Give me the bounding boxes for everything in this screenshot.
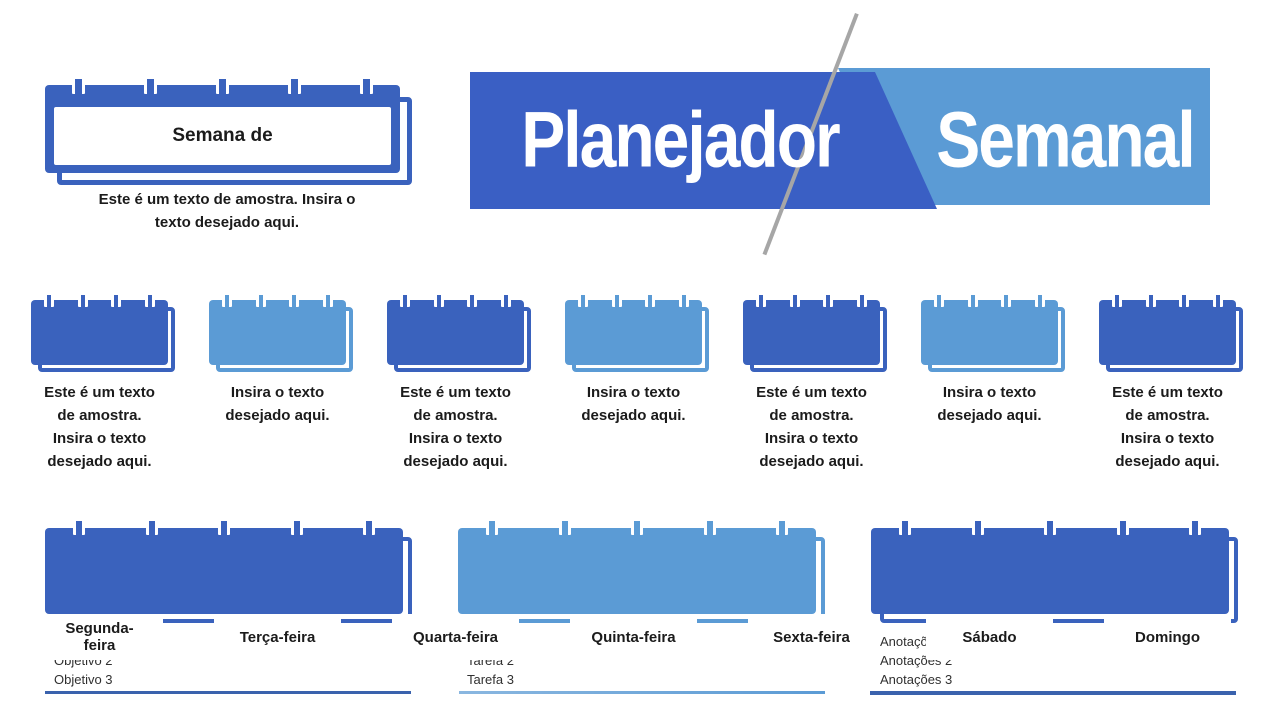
week-card-caption: Este é um texto de amostra. Insira o tex… [98,191,356,231]
calendar-rings [871,518,1229,535]
calendar-rings [31,292,168,307]
day-card-body: Quarta-feira [387,300,524,660]
calendar-rings [743,292,880,307]
calendar-ring-icon [1034,292,1045,307]
calendar-ring-icon [77,292,88,307]
calendar-ring-icon [678,292,689,307]
day-card-title: Quinta-feira [570,614,697,660]
calendar-ring-icon [558,518,571,535]
day-card-body: Sábado [921,300,1058,660]
calendar-ring-icon [433,292,444,307]
calendar-rings [45,518,403,535]
calendar-ring-icon [322,292,333,307]
calendar-rings [45,76,400,94]
calendar-ring-icon [1189,518,1201,535]
calendar-ring-icon [467,292,478,307]
calendar-ring-icon [72,76,85,94]
banner-word-right: Semanal [936,94,1195,184]
calendar-ring-icon [144,292,155,307]
calendar-rings [458,518,816,535]
day-card-title: Segunda-feira [36,614,163,660]
calendar-ring-icon [216,76,229,94]
day-card-title: Quarta-feira [392,614,519,660]
calendar-ring-icon [856,292,867,307]
calendar-ring-icon [1212,292,1223,307]
calendar-ring-icon [360,76,373,94]
list-item: Tarefa 3 [467,672,514,687]
day-card-body: Domingo [1099,300,1236,660]
calendar-ring-icon [756,292,766,307]
calendar-rings [565,292,702,307]
day-caption: Este é um texto de amostra. Insira o tex… [756,384,867,470]
day-card-title: Sábado [926,614,1053,660]
calendar-ring-icon [222,292,232,307]
day-card-title: Terça-feira [214,614,341,660]
calendar-ring-icon [1116,518,1129,535]
calendar-ring-icon [218,518,230,535]
calendar-ring-icon [899,518,911,535]
day-caption: Este é um texto de amostra. Insira o tex… [44,384,155,470]
day-caption: Insira o texto desejado aqui. [225,384,330,424]
calendar-ring-icon [1001,292,1012,307]
calendar-ring-icon [631,518,643,535]
week-card-body: Semana de [45,85,400,173]
list-item: Anotações 3 [880,672,953,687]
calendar-ring-icon [145,518,158,535]
section-underline [870,691,1236,695]
calendar-ring-icon [289,292,300,307]
calendar-ring-icon [73,518,85,535]
calendar-ring-icon [400,292,410,307]
calendar-ring-icon [255,292,266,307]
calendar-ring-icon [611,292,622,307]
day-card-body: Quinta-feira [565,300,702,660]
calendar-ring-icon [1044,518,1056,535]
day-caption: Insira o texto desejado aqui. [937,384,1042,424]
day-caption: Insira o texto desejado aqui. [581,384,686,424]
section-card-body: Tarefas a Fazer [458,528,816,614]
calendar-ring-icon [1179,292,1190,307]
calendar-ring-icon [144,76,157,94]
calendar-ring-icon [789,292,800,307]
day-card-body: Segunda-feira [31,300,168,660]
calendar-ring-icon [363,518,375,535]
day-card-body: Sexta-feira [743,300,880,660]
week-card-title: Semana de [54,107,391,165]
calendar-ring-icon [1112,292,1122,307]
calendar-rings [1099,292,1236,307]
banner-word-left: Planejador [521,94,840,184]
calendar-ring-icon [44,292,54,307]
day-caption: Este é um texto de amostra. Insira o tex… [400,384,511,470]
day-card-title: Sexta-feira [748,614,875,660]
section-underline [45,691,411,694]
day-card-title: Domingo [1104,614,1231,660]
calendar-ring-icon [1145,292,1156,307]
section-card-body: Principais Objetivos [45,528,403,614]
calendar-ring-icon [578,292,588,307]
section-underline [459,691,825,694]
calendar-rings [209,292,346,307]
list-item: Objetivo 3 [54,672,113,687]
day-card-body: Terça-feira [209,300,346,660]
calendar-ring-icon [645,292,656,307]
calendar-ring-icon [288,76,301,94]
calendar-ring-icon [776,518,788,535]
calendar-ring-icon [971,518,984,535]
calendar-ring-icon [486,518,498,535]
calendar-ring-icon [290,518,303,535]
calendar-rings [921,292,1058,307]
calendar-ring-icon [500,292,511,307]
section-card-body: Anotações [871,528,1229,614]
calendar-ring-icon [967,292,978,307]
calendar-ring-icon [703,518,716,535]
calendar-ring-icon [934,292,944,307]
calendar-ring-icon [111,292,122,307]
banner-dark-panel [470,72,937,209]
day-caption: Este é um texto de amostra. Insira o tex… [1112,384,1223,470]
calendar-rings [387,292,524,307]
calendar-ring-icon [823,292,834,307]
